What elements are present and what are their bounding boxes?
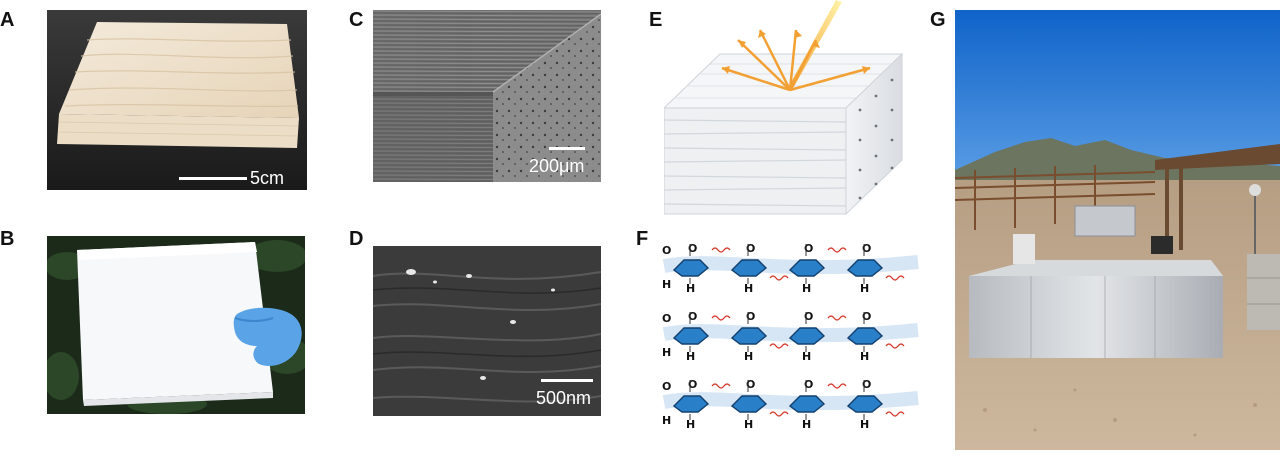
ir-wave-arrow [885, 343, 905, 349]
glucose-ring [788, 327, 826, 345]
wood-block-illustration [47, 10, 307, 190]
glucose-ring [846, 327, 884, 345]
oxygen-label: O [662, 312, 671, 325]
ir-wave-arrow [769, 343, 789, 349]
glucose-ring [730, 259, 768, 277]
oxygen-label: O [862, 378, 871, 391]
hydrogen-label: H [744, 418, 753, 431]
glucose-ring [788, 259, 826, 277]
panel-label-a: A [0, 9, 15, 31]
hydrogen-label: H [860, 282, 869, 295]
glucose-ring [788, 395, 826, 413]
hydrogen-label: H [686, 418, 695, 431]
hydrogen-label: H [744, 282, 753, 295]
oxygen-label: O [688, 242, 697, 255]
ir-wave-arrow [769, 275, 789, 281]
sem-nanofiber-texture [373, 246, 601, 416]
glucose-ring [730, 327, 768, 345]
ir-wave-arrow [827, 315, 847, 321]
scale-bar-c [549, 147, 585, 150]
hydrogen-label: H [686, 282, 695, 295]
ir-wave-arrow [827, 383, 847, 389]
panel-label-e: E [649, 9, 663, 31]
scale-label-c: 200μm [529, 156, 585, 176]
panel-d-sem-image: 500nm [373, 246, 601, 416]
glucose-ring [672, 327, 710, 345]
glucose-ring [846, 259, 884, 277]
oxygen-label: O [662, 380, 671, 393]
glucose-ring [730, 395, 768, 413]
oxygen-label: O [688, 310, 697, 323]
ir-wave-arrow [827, 247, 847, 253]
cellulose-hydrogen-bond-diagram: O H O H O H O H O H O H O H O H O H O H O H O H O H O H O H [662, 242, 919, 431]
ir-wave-arrow [885, 275, 905, 281]
panel-e-reflection-schematic [664, 0, 922, 216]
oxygen-label: O [862, 310, 871, 323]
glucose-ring [672, 259, 710, 277]
panel-b-white-wood-photo [47, 236, 305, 414]
field-test-scene [955, 10, 1280, 450]
ir-wave-arrow [769, 411, 789, 417]
ir-wave-arrow [711, 383, 731, 389]
panel-label-g: G [930, 9, 946, 31]
oxygen-label: O [804, 378, 813, 391]
hydrogen-label: H [662, 414, 671, 427]
ir-wave-arrow [711, 247, 731, 253]
oxygen-label: O [746, 310, 755, 323]
panel-f-cellulose-structure: O H O H O H O H O H O H O H O H O H O H O H O H O H O H O H [660, 226, 922, 456]
white-wood-illustration [47, 236, 305, 414]
oxygen-label: O [804, 242, 813, 255]
hydrogen-label: H [860, 418, 869, 431]
sem-cross-section [373, 10, 601, 182]
hydrogen-label: H [686, 350, 695, 363]
oxygen-label: O [688, 378, 697, 391]
oxygen-label: O [662, 244, 671, 257]
panel-g-field-test-photo [955, 10, 1280, 450]
hydrogen-label: H [802, 350, 811, 363]
scale-bar-a [179, 177, 247, 180]
oxygen-label: O [746, 378, 755, 391]
panel-c-sem-image: 200μm [373, 10, 601, 182]
hydrogen-label: H [802, 282, 811, 295]
hydrogen-label: H [802, 418, 811, 431]
hydrogen-label: H [662, 278, 671, 291]
panel-label-c: C [349, 9, 364, 31]
panel-label-f: F [636, 228, 649, 250]
scale-label-a: 5cm [250, 168, 285, 188]
reflection-block-diagram [664, 0, 904, 216]
oxygen-label: O [804, 310, 813, 323]
ir-wave-arrow [711, 315, 731, 321]
scale-label-d: 500nm [536, 388, 592, 408]
hydrogen-label: H [662, 346, 671, 359]
glucose-ring [846, 395, 884, 413]
glucose-ring [672, 395, 710, 413]
scale-bar-d [541, 379, 593, 382]
oxygen-label: O [862, 242, 871, 255]
panel-label-d: D [349, 228, 364, 250]
hydrogen-label: H [744, 350, 753, 363]
hydrogen-label: H [860, 350, 869, 363]
panel-a-wood-photo: 5cm [47, 10, 307, 190]
ir-wave-arrow [885, 411, 905, 417]
oxygen-label: O [746, 242, 755, 255]
panel-label-b: B [0, 228, 15, 250]
